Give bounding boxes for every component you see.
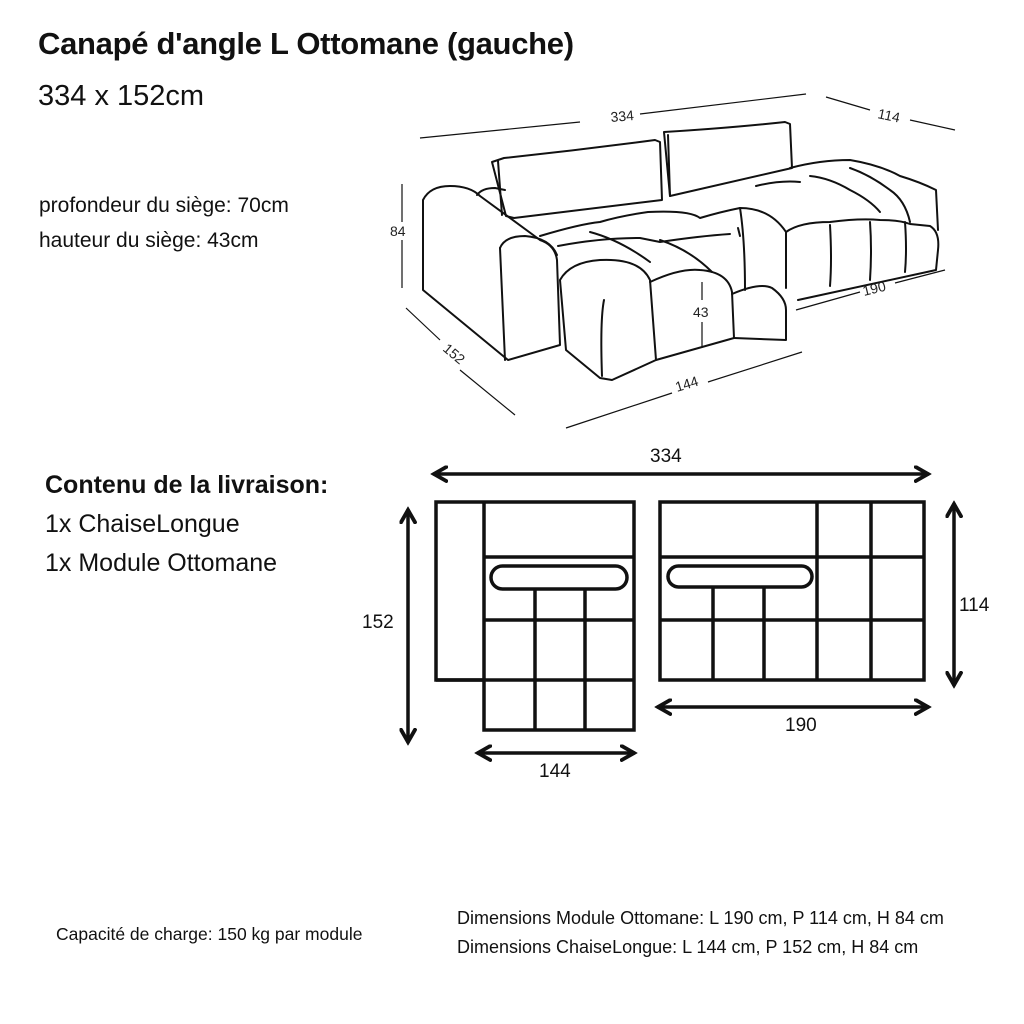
load-capacity-note: Capacité de charge: 150 kg par module — [56, 924, 363, 944]
delivery-title: Contenu de la livraison: — [45, 471, 329, 499]
label-114-perspective: 114 — [876, 105, 901, 125]
module-plan — [658, 500, 926, 682]
dim-line-152-top — [405, 307, 441, 341]
sofa-outline — [422, 121, 940, 381]
dim-line-114-right — [909, 119, 956, 131]
delivery-item-module: 1x Module Ottomane — [45, 549, 278, 577]
dim-line-334-right — [639, 93, 807, 115]
dim-line-144-right — [707, 351, 803, 383]
spec-seat-depth: profondeur du siège: 70cm — [39, 194, 289, 217]
dim-line-190-left — [795, 291, 861, 311]
label-144-perspective: 144 — [673, 373, 700, 395]
dimensions-chaise: Dimensions ChaiseLongue: L 144 cm, P 152… — [457, 937, 919, 957]
label-190-perspective: 190 — [861, 278, 888, 299]
delivery-item-chaise: 1x ChaiseLongue — [45, 510, 240, 538]
label-334-plan: 334 — [650, 446, 682, 467]
label-144-plan: 144 — [539, 761, 571, 782]
label-43-perspective: 43 — [693, 304, 709, 320]
dim-line-152-bottom — [459, 369, 516, 416]
label-334-perspective: 334 — [610, 107, 635, 125]
dim-line-334-left — [419, 121, 581, 139]
label-190-plan: 190 — [785, 715, 817, 736]
dim-line-190-right — [894, 269, 946, 284]
dim-line-114-left — [825, 96, 871, 111]
label-152-plan: 152 — [362, 612, 394, 633]
page-title: Canapé d'angle L Ottomane (gauche) — [38, 26, 574, 61]
page-subtitle-dimensions: 334 x 152cm — [38, 80, 205, 112]
dim-line-144-left — [565, 392, 673, 429]
sofa-perspective-drawing: 334 114 84 43 190 152 144 — [390, 93, 956, 429]
chaise-plan — [434, 500, 636, 732]
dimensions-module: Dimensions Module Ottomane: L 190 cm, P … — [457, 908, 944, 928]
label-114-plan: 114 — [959, 595, 990, 616]
spec-seat-height: hauteur du siège: 43cm — [39, 229, 259, 252]
label-84-perspective: 84 — [390, 223, 406, 239]
